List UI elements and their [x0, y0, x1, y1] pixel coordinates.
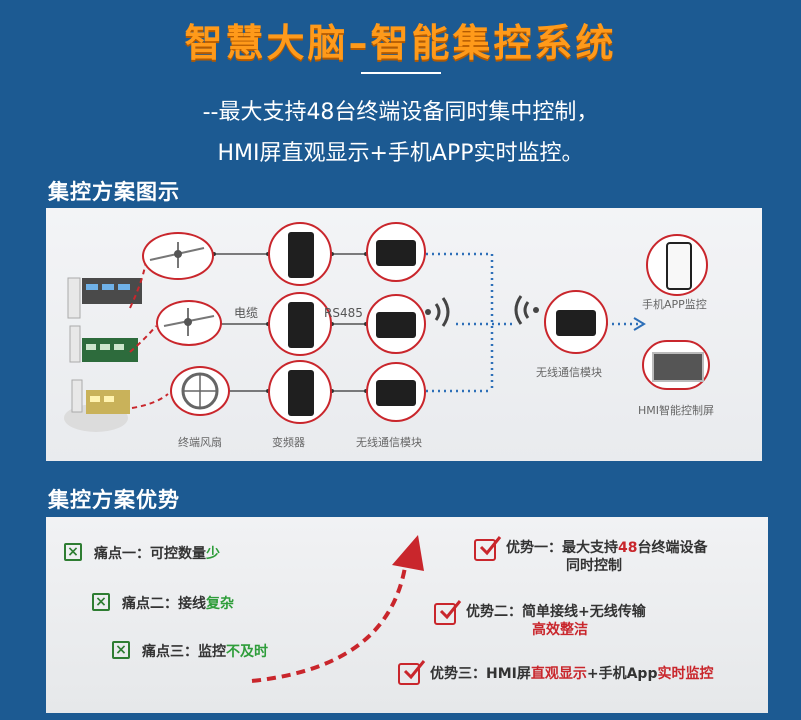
page-title: 智慧大脑–智能集控系统 — [184, 21, 617, 65]
x-mark-icon: × — [112, 641, 130, 659]
check-mark-icon — [474, 536, 502, 561]
subtitle-line-1: --最大支持48台终端设备同时集中控制， — [202, 100, 599, 125]
terminal-fan-label: 终端风扇 — [178, 436, 222, 449]
cable-label: 电缆 — [234, 306, 259, 320]
pain-point-3: 痛点三：监控不及时 — [142, 644, 268, 660]
rs485-label: RS485 — [324, 306, 363, 320]
hmi-screen-label: HMI智能控制屏 — [638, 404, 715, 417]
pain-point-1: 痛点一：可控数量少 — [94, 546, 220, 562]
wireless-module-icon-3 — [366, 362, 426, 422]
wireless-module-icon-2 — [366, 294, 426, 354]
section-title-diagram: 集控方案图示 — [48, 180, 180, 204]
phone-icon — [646, 234, 708, 296]
wifi-signal-icon — [425, 297, 450, 327]
wireless-module-label-bottom: 无线通信模块 — [356, 436, 422, 449]
advantage-3: 优势三：HMI屏直观显示+手机App实时监控 — [430, 666, 714, 682]
hmi-screen-icon — [642, 340, 710, 390]
wireless-module-icon-main — [544, 290, 608, 354]
check-mark-icon — [434, 600, 462, 625]
title-divider — [361, 72, 441, 74]
factory-icon — [64, 277, 142, 432]
fan-icon-3 — [170, 366, 230, 416]
inverter-icon-1 — [268, 222, 332, 286]
check-mark-icon — [398, 660, 426, 685]
wifi-signal-icon-2 — [514, 295, 539, 325]
pain-point-2: 痛点二：接线复杂 — [122, 596, 234, 612]
x-mark-icon: × — [92, 593, 110, 611]
fan-icon-2 — [156, 300, 222, 346]
wireless-module-icon-1 — [366, 222, 426, 282]
x-mark-icon: × — [64, 543, 82, 561]
inverter-icon-3 — [268, 360, 332, 424]
advantage-2: 优势二：简单接线+无线传输 高效整洁 — [466, 604, 646, 638]
advantage-1: 优势一：最大支持48台终端设备 同时控制 — [506, 540, 708, 574]
wireless-module-label-right: 无线通信模块 — [536, 366, 602, 379]
section-title-advantages: 集控方案优势 — [48, 488, 180, 512]
diagram-connections — [64, 252, 646, 432]
phone-app-label: 手机APP监控 — [642, 298, 707, 311]
subtitle-line-2: HMI屏直观显示+手机APP实时监控。 — [217, 141, 584, 166]
advantages-panel: × 痛点一：可控数量少 × 痛点二：接线复杂 × 痛点三：监控不及时 优势一：最… — [46, 517, 768, 713]
inverter-label: 变频器 — [272, 436, 305, 449]
fan-icon-1 — [142, 232, 214, 280]
inverter-icon-2 — [268, 292, 332, 356]
trend-arrow-icon — [251, 535, 424, 683]
system-diagram-panel: 电缆 RS485 无线通信模块 手机APP监控 HMI智能控制屏 终端风扇 变频… — [46, 208, 762, 461]
